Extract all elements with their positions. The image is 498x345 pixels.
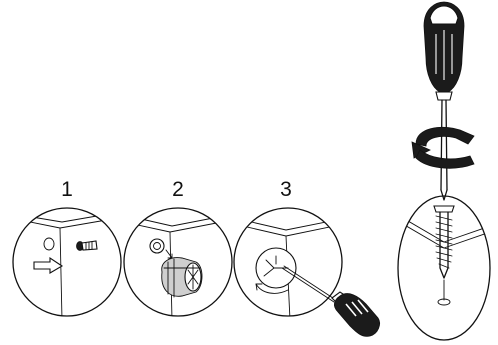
insert-arrow-icon (34, 258, 62, 273)
cam-lock-icon (256, 248, 296, 288)
rotation-arrow-icon (412, 127, 474, 168)
cam-lock-icon (162, 258, 202, 297)
step-3-detail-circle (234, 208, 346, 320)
dowel-pin-icon (77, 241, 98, 251)
screwdriver-icon (424, 2, 464, 200)
step-3-number: 3 (280, 178, 292, 201)
screw-icon (434, 206, 454, 278)
step-2-number: 2 (172, 178, 184, 201)
screwdriver-icon (282, 266, 380, 336)
step-1-number: 1 (61, 178, 73, 201)
screw-detail-oval (396, 196, 496, 340)
step-2-detail-circle (124, 208, 234, 320)
drill-hole (44, 238, 54, 250)
step-1-detail-circle (10, 208, 121, 320)
